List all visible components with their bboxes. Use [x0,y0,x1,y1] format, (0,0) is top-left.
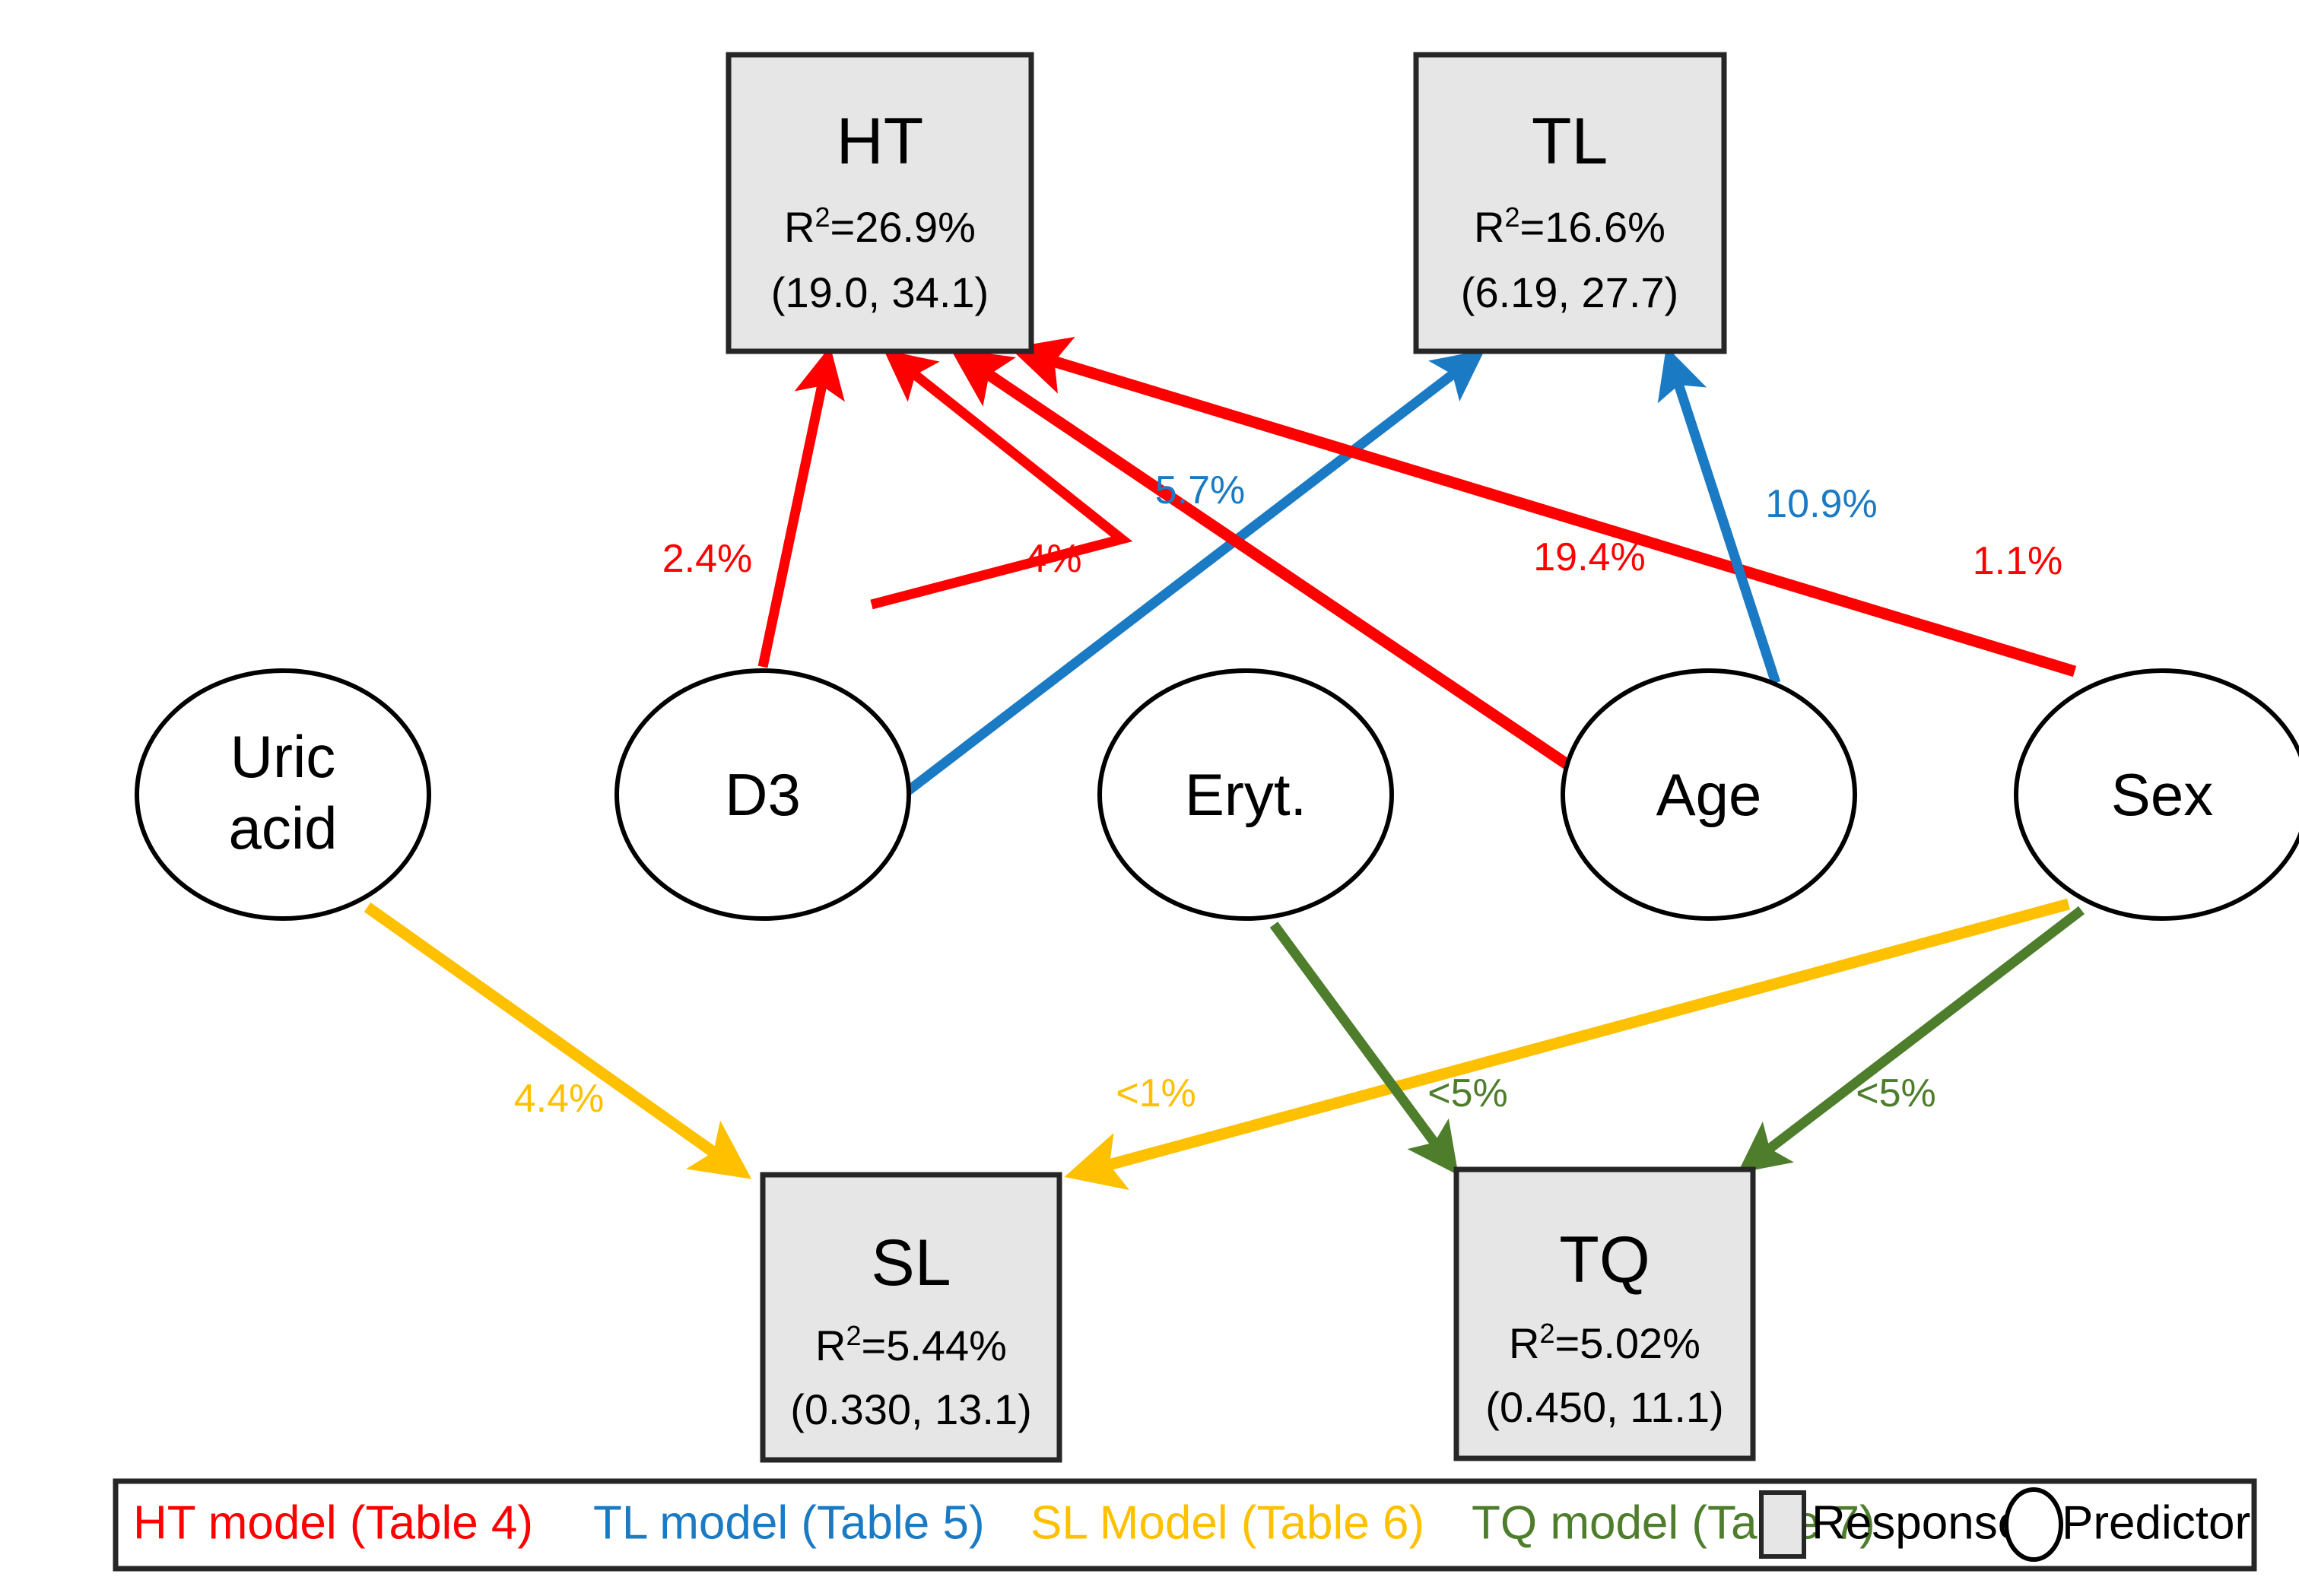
predictor-node-uric-acid[interactable]: Uric acid [135,668,431,921]
tl-ci: (6.19, 27.7) [1461,268,1678,316]
edges-layer [364,336,2085,1191]
tl-r2: R2=16.6% [1474,201,1666,251]
edge-age-ht [950,348,1593,785]
legend: HT model (Table 4) TL model (Table 5) SL… [113,1478,2257,1572]
legend-item-tl-model: TL model (Table 5) [593,1496,985,1549]
tl-title: TL [1532,105,1608,178]
response-node-tq[interactable]: TQ R2=5.02% (0.450, 11.1) [1453,1166,1756,1461]
sl-ci: (0.330, 13.1) [790,1385,1032,1433]
edge-label-age-ht: 19.4% [1533,535,1645,579]
response-key-square-icon [1759,1490,1806,1559]
uric-acid-label-line1: Uric [230,723,336,790]
edge-sex-ht [1009,336,2077,677]
ht-ci: (19.0, 34.1) [771,268,989,316]
legend-item-ht-model: HT model (Table 4) [133,1496,533,1549]
edge-label-sex-ht: 1.1% [1973,539,2063,583]
age-label: Age [1656,761,1762,828]
predictor-node-eryt[interactable]: Eryt. [1097,668,1394,921]
edge-label-d3-ht-b: 4% [1024,537,1081,581]
ht-r2: R2=26.9% [784,201,976,251]
edge-label-age-tl: 10.9% [1765,482,1877,526]
predictor-node-d3[interactable]: D3 [614,668,911,921]
predictor-node-sex[interactable]: Sex [2014,668,2299,921]
uric-acid-label-line2: acid [228,795,337,861]
edge-d3-tl [898,350,1485,801]
legend-item-response: Response [1812,1496,2024,1549]
edge-label-eryt-tq: <5% [1427,1071,1508,1115]
sl-title: SL [871,1226,951,1299]
sl-r2: R2=5.44% [815,1320,1007,1369]
edge-d3-ht-b [870,349,1133,610]
predictor-nodes-layer: Uric acid D3 Eryt. Age Sex [135,668,2299,921]
legend-item-predictor: Predictor [2062,1496,2250,1549]
edge-labels-layer: 2.4% 4% 5.7% 19.4% 10.9% 1.1% 4.4% <1% <… [514,468,2063,1121]
tq-ci: (0.450, 11.1) [1485,1383,1723,1431]
edge-age-tl [1657,346,1781,685]
edge-label-sex-sl: <1% [1116,1071,1196,1115]
sex-label: Sex [2111,761,2213,828]
tq-title: TQ [1559,1223,1650,1296]
ht-title: HT [837,105,924,178]
edge-sex-tq [1737,906,2085,1173]
legend-item-sl-model: SL Model (Table 6) [1030,1496,1424,1549]
edge-sex-sl [1064,898,2070,1191]
response-node-sl[interactable]: SL R2=5.44% (0.330, 13.1) [760,1172,1062,1463]
predictor-key-circle-icon [2004,1487,2063,1562]
edge-label-d3-ht: 2.4% [662,537,753,581]
response-nodes-layer: HT R2=26.9% (19.0, 34.1) TL R2=16.6% (6.… [726,52,1756,1463]
edge-d3-ht [757,346,845,668]
edge-label-uric-sl: 4.4% [514,1077,605,1121]
edge-uric-sl [364,902,752,1179]
eryt-label: Eryt. [1185,761,1307,828]
d3-label: D3 [725,761,801,828]
response-node-tl[interactable]: TL R2=16.6% (6.19, 27.7) [1413,52,1727,354]
legend-item-tq-model: TQ model (Table 7) [1472,1496,1875,1549]
edge-label-sex-tq: <5% [1856,1071,1936,1115]
response-node-ht[interactable]: HT R2=26.9% (19.0, 34.1) [726,52,1034,354]
edge-label-d3-tl: 5.7% [1155,468,1246,512]
edge-eryt-tq [1269,922,1459,1176]
predictor-node-age[interactable]: Age [1561,668,1857,921]
tq-r2: R2=5.02% [1509,1318,1700,1367]
